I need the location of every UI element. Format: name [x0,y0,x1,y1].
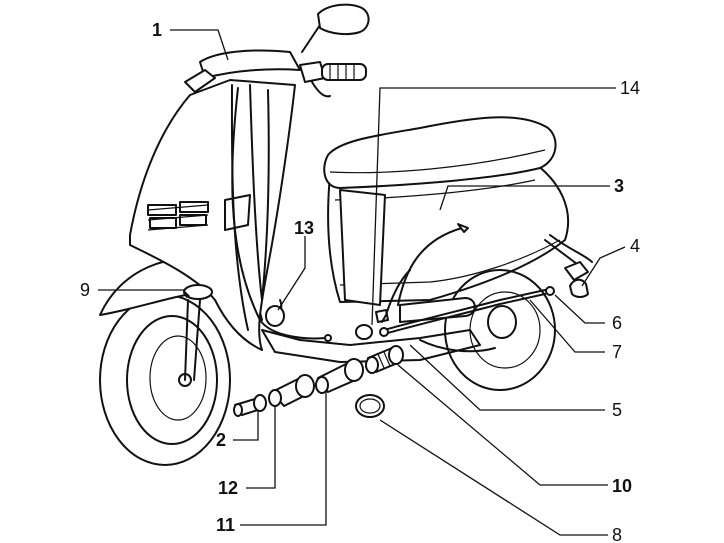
clamp-9 [183,284,213,300]
callout-10: 10 [612,476,632,496]
part-11-sleeve [315,358,364,394]
callout-8: 8 [612,525,622,543]
callout-labels: 1 14 3 4 13 9 6 7 5 2 10 12 11 8 [80,20,640,543]
front-fork [184,299,201,381]
part-4-clip [569,278,589,298]
right-grip [321,63,367,81]
mirror [301,3,370,53]
nut-14 [355,324,373,340]
indicator-left [147,204,177,216]
part-10-drive [365,345,404,374]
rear-wheel [444,269,556,391]
callout-7: 7 [612,342,622,362]
cable-3 [397,227,463,306]
part-8-circlip [355,394,385,418]
throttle-cable [231,87,326,340]
cable-end-6 [545,286,555,296]
exploded-parts [233,345,404,418]
floorboard [261,329,481,363]
leader-lines [98,29,626,536]
scooter-illustration [99,3,593,466]
handlebar [184,49,367,98]
callout-4: 4 [630,236,640,256]
callout-13: 13 [294,218,314,238]
callout-14: 14 [620,78,640,98]
callout-3: 3 [614,176,624,196]
seat [323,116,557,189]
callout-2: 2 [216,430,226,450]
indicator-right [179,201,209,213]
part-2-bushing [233,394,267,417]
callout-12: 12 [218,478,238,498]
grommet-13 [265,305,285,327]
callout-9: 9 [80,280,90,300]
part-12-sleeve [268,374,315,407]
frame-box [339,189,386,306]
callout-11: 11 [216,515,235,535]
front-wheel [99,294,231,466]
callout-1: 1 [152,20,162,40]
callout-5: 5 [612,400,622,420]
cable-7 [383,289,546,331]
callout-6: 6 [612,313,622,333]
